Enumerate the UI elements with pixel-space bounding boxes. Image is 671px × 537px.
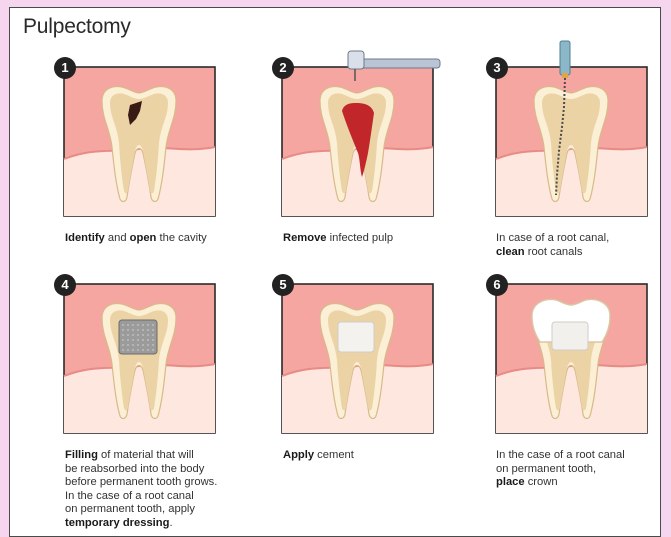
caption-fragment: Apply [283,449,314,461]
bone-area [282,364,433,433]
caption-fragment: on permanent tooth, apply [65,503,195,515]
caption-fragment: open [130,232,157,244]
tooth-with-crown-illustration [496,284,647,433]
step-4-panel: 4 [64,284,215,433]
caption-fragment: Remove [283,232,327,244]
bone-area [496,364,647,433]
caption-fragment: the cavity [156,232,206,244]
page-title: Pulpectomy [23,15,131,39]
caption-fragment: In the case of a root canal [496,449,625,461]
step-5-badge: 5 [272,274,294,296]
caption-fragment: clean [496,246,525,258]
step-1-panel: 1 [64,67,215,216]
step-6-panel: 6 [496,284,647,433]
caption-fragment: be reabsorbed into the body [65,463,204,475]
caption-fragment: Identify [65,232,105,244]
tooth-with-filling-illustration [64,284,215,433]
step-1-badge: 1 [54,57,76,79]
caption-fragment: of material that will [98,449,194,461]
dental-drill-removing-pulp-illustration [282,67,433,216]
step-3-caption: In case of a root canal, clean root canal… [496,232,671,259]
caption-fragment: place [496,476,525,488]
cement-layer [338,322,374,352]
caption-fragment: and [105,232,130,244]
tooth-with-cavity-illustration [64,67,215,216]
caption-fragment: before permanent tooth grows. [65,476,217,488]
infographic-card: Pulpectomy 1 2 3 4 5 6 Identify and open… [9,7,661,537]
caption-fragment: crown [525,476,558,488]
drill-head [348,51,364,69]
caption-fragment: In case of a root canal, [496,232,609,244]
step-5-caption: Apply cement [283,449,463,463]
step-2-badge: 2 [272,57,294,79]
step-6-badge: 6 [486,274,508,296]
caption-fragment: infected pulp [327,232,394,244]
step-4-caption: Filling of material that will be reabsorb… [65,449,245,530]
caption-fragment: on permanent tooth, [496,463,596,475]
step-4-badge: 4 [54,274,76,296]
endodontic-file-cleaning-canal-illustration [496,67,647,216]
caption-fragment: . [169,517,172,529]
caption-fragment: root canals [525,246,583,258]
file-collar [562,73,568,78]
drill-handle [360,59,440,68]
caption-fragment: Filling [65,449,98,461]
step-3-panel: 3 [496,67,647,216]
step-2-caption: Remove infected pulp [283,232,463,246]
bone-area [64,147,215,216]
cement-under-crown [552,322,588,350]
caption-fragment: temporary dressing [65,517,169,529]
step-2-panel: 2 [282,67,433,216]
caption-fragment: cement [314,449,354,461]
bone-area [496,147,647,216]
step-1-caption: Identify and open the cavity [65,232,245,246]
step-3-badge: 3 [486,57,508,79]
bone-area [64,364,215,433]
caption-fragment: In the case of a root canal [65,490,194,502]
bone-area [282,147,433,216]
step-5-panel: 5 [282,284,433,433]
file-handle [560,41,570,75]
tooth-with-cement-illustration [282,284,433,433]
step-6-caption: In the case of a root canal on permanent … [496,449,671,490]
